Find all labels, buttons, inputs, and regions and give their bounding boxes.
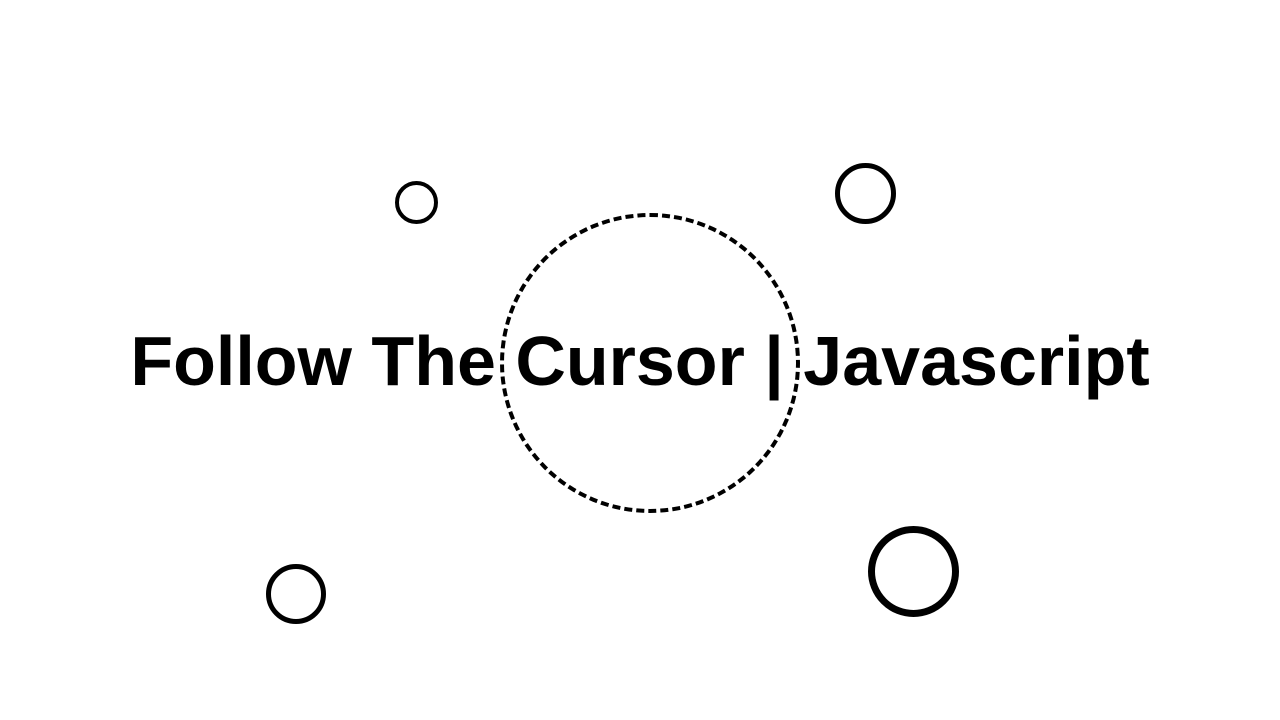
circle-outline-icon [266,564,326,624]
circle-outline-icon [868,526,959,617]
circle-outline-icon [835,163,896,224]
page-title: Follow The Cursor | Javascript [130,322,1150,400]
circle-outline-icon [395,181,438,224]
